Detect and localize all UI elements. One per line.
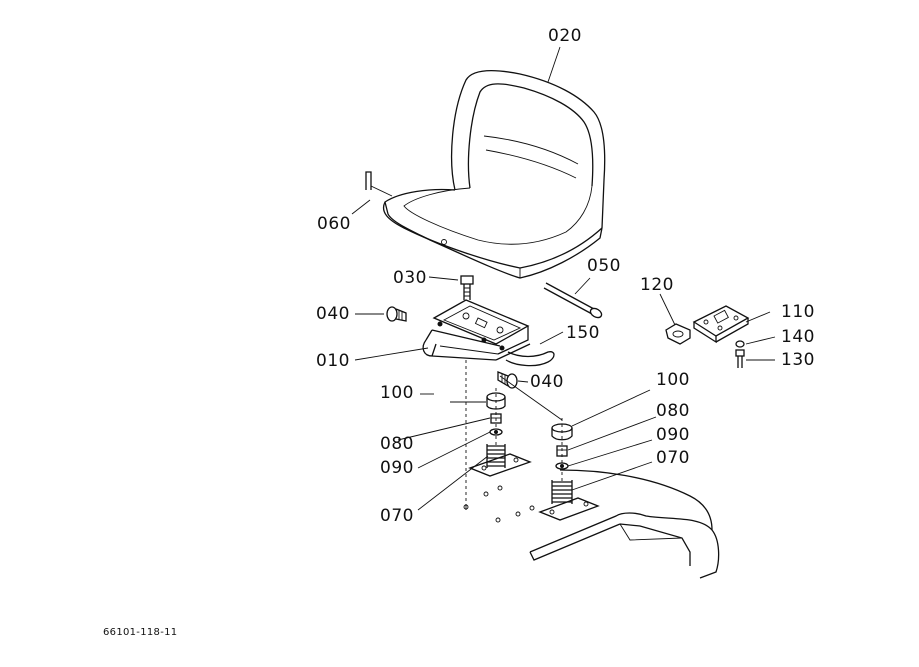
base-plate-right-drawing <box>538 497 600 521</box>
bolt-040-left-drawing <box>386 306 407 322</box>
label-cushion-100-right: 100 <box>656 370 690 390</box>
bolt-030-drawing <box>460 275 474 300</box>
screw-130-drawing <box>735 349 745 368</box>
label-bracket-plate-110: 110 <box>781 302 815 322</box>
seat-drawing <box>365 69 606 279</box>
label-clip-120: 120 <box>640 275 674 295</box>
label-lever-150: 150 <box>566 323 600 343</box>
washer-140-drawing <box>735 340 745 348</box>
spring-left-drawing <box>486 444 506 468</box>
label-slide-rail-010: 010 <box>316 351 350 371</box>
label-bolt-030: 030 <box>393 268 427 288</box>
drawing-number: 66101-118-11 <box>103 627 178 638</box>
label-seat-020: 020 <box>548 26 582 46</box>
assembly-lines <box>463 360 563 510</box>
label-rod-050: 050 <box>587 256 621 276</box>
clip-120-drawing <box>665 323 691 345</box>
leader-lines <box>351 46 776 511</box>
label-bolt-040-left: 040 <box>316 304 350 324</box>
label-bolt-040-right: 040 <box>530 372 564 392</box>
spring-right-drawing <box>551 480 573 504</box>
label-collar-080-left: 080 <box>380 434 414 454</box>
label-cushion-100-left: 100 <box>380 383 414 403</box>
base-plate-left-drawing <box>468 453 532 477</box>
label-spring-070-left: 070 <box>380 506 414 526</box>
label-washer-140: 140 <box>781 327 815 347</box>
label-collar-080-right: 080 <box>656 401 690 421</box>
label-washer-090-right: 090 <box>656 425 690 445</box>
label-hinge-pin-060: 060 <box>317 214 351 234</box>
label-washer-090-left: 090 <box>380 458 414 478</box>
slide-rail-drawing <box>422 299 555 367</box>
rod-drawing <box>543 282 603 319</box>
label-screw-130: 130 <box>781 350 815 370</box>
bracket-plate-110-drawing <box>692 305 750 344</box>
fender-drawing <box>483 469 720 579</box>
label-spring-070-right: 070 <box>656 448 690 468</box>
